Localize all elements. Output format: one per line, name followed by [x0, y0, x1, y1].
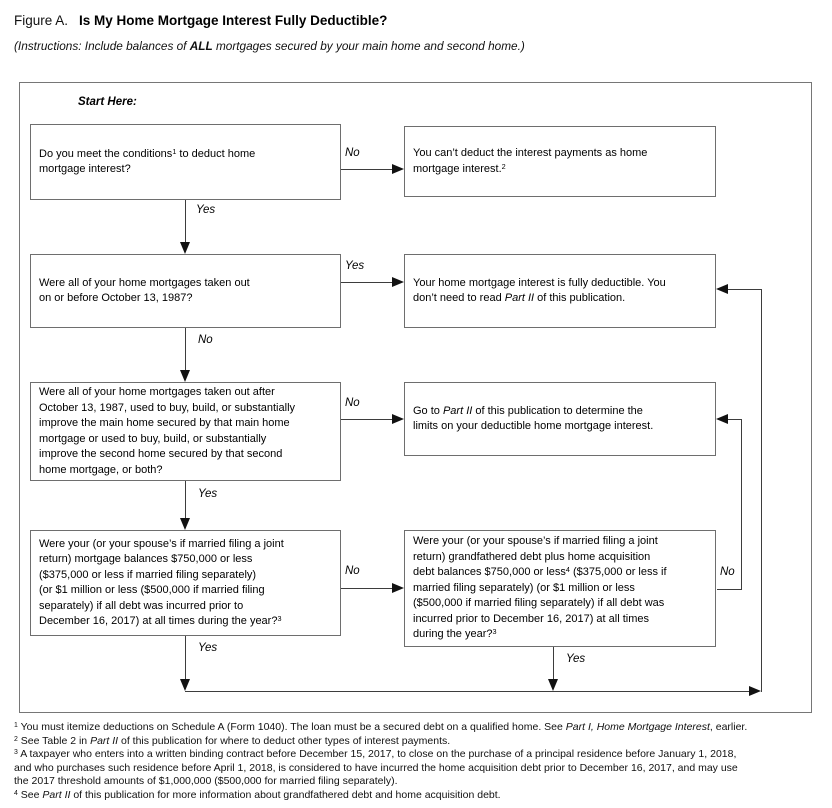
connector-q3-no-line — [341, 419, 393, 420]
connector-q4r-no-exit-line — [717, 589, 742, 590]
connector-q3-yes-line — [185, 481, 186, 519]
decision-box-conditions: Do you meet the conditions1 to deduct ho… — [30, 124, 341, 200]
decision-box-mortgage-balances-text: Were your (or your spouse’s if married f… — [39, 537, 284, 628]
flowchart-container: Start Here: Do you meet the conditions1 … — [19, 82, 812, 713]
result-box-go-part-ii: Go to Part II of this publication to det… — [404, 382, 716, 456]
connector-q2-no-line — [185, 328, 186, 371]
footnote-1: 1 You must itemize deductions on Schedul… — [14, 721, 748, 733]
connector-bottom-line — [185, 691, 750, 692]
connector-q4r-yes-arrowhead-icon — [548, 679, 558, 691]
connector-q4-no-arrowhead-icon — [392, 583, 404, 593]
connector-q4r-no-arrowhead-icon — [716, 414, 728, 424]
connector-q2-no-arrowhead-icon — [180, 370, 190, 382]
decision-box-conditions-text: Do you meet the conditions1 to deduct ho… — [39, 146, 256, 175]
connector-q4-yes-arrowhead-icon — [180, 679, 190, 691]
connector-q4-no-line — [341, 588, 393, 589]
connector-return-fully-deductible-line — [728, 289, 762, 290]
decision-box-before-oct-1987-text: Were all of your home mortgages taken ou… — [39, 276, 250, 305]
label-q1-yes: Yes — [196, 204, 216, 216]
figure-header: Figure A. Is My Home Mortgage Interest Fu… — [14, 13, 387, 28]
label-q4r-yes: Yes — [566, 653, 586, 665]
result-box-fully-deductible-text: Your home mortgage interest is fully ded… — [413, 276, 666, 305]
connector-q4r-no-riser-line — [741, 419, 742, 590]
decision-box-mortgage-balances: Were your (or your spouse’s if married f… — [30, 530, 341, 636]
result-box-cant-deduct-text: You can’t deduct the interest payments a… — [413, 147, 648, 175]
connector-bottom-arrowhead-icon — [749, 686, 761, 696]
figure-instructions: (Instructions: Include balances of ALL m… — [14, 39, 525, 53]
connector-q3-no-arrowhead-icon — [392, 414, 404, 424]
decision-box-before-oct-1987: Were all of your home mortgages taken ou… — [30, 254, 341, 328]
connector-q1-no-line — [341, 169, 393, 170]
decision-box-grandfathered-debt-text: Were your (or your spouse’s if married f… — [413, 535, 667, 641]
connector-q4r-yes-line — [553, 647, 554, 680]
label-q4-yes: Yes — [198, 642, 218, 654]
figure-title: Is My Home Mortgage Interest Fully Deduc… — [79, 13, 388, 28]
result-box-cant-deduct: You can’t deduct the interest payments a… — [404, 126, 716, 197]
label-q4-no: No — [345, 565, 360, 577]
connector-q1-yes-arrowhead-icon — [180, 242, 190, 254]
label-q3-no: No — [345, 397, 360, 409]
decision-box-after-oct-1987-text: Were all of your home mortgages taken ou… — [39, 386, 296, 476]
connector-return-fully-deductible-arrowhead-icon — [716, 284, 728, 294]
result-box-fully-deductible: Your home mortgage interest is fully ded… — [404, 254, 716, 328]
figure-label: Figure A. — [14, 13, 69, 28]
label-q1-no: No — [345, 147, 360, 159]
decision-box-after-oct-1987: Were all of your home mortgages taken ou… — [30, 382, 341, 481]
footnote-3: 3 A taxpayer who enters into a written b… — [14, 748, 738, 787]
connector-q2-yes-line — [341, 282, 393, 283]
start-here-label: Start Here: — [78, 96, 137, 108]
result-box-go-part-ii-text: Go to Part II of this publication to det… — [413, 404, 654, 433]
footnotes: 1 You must itemize deductions on Schedul… — [14, 721, 826, 802]
label-q2-yes: Yes — [345, 260, 365, 272]
connector-q1-yes-line — [185, 200, 186, 243]
label-q4r-no: No — [720, 566, 735, 578]
footnote-2: 2 See Table 2 in Part II of this publica… — [14, 734, 451, 747]
label-q3-yes: Yes — [198, 488, 218, 500]
connector-q4r-no-return-line — [728, 419, 742, 420]
label-q2-no: No — [198, 334, 213, 346]
connector-q1-no-arrowhead-icon — [392, 164, 404, 174]
decision-box-grandfathered-debt: Were your (or your spouse’s if married f… — [404, 530, 716, 647]
connector-q3-yes-arrowhead-icon — [180, 518, 190, 530]
connector-q2-yes-arrowhead-icon — [392, 277, 404, 287]
footnote-4: 4 See Part II of this publication for mo… — [14, 788, 501, 801]
connector-riser-line — [761, 289, 762, 692]
connector-q4-yes-line — [185, 636, 186, 680]
